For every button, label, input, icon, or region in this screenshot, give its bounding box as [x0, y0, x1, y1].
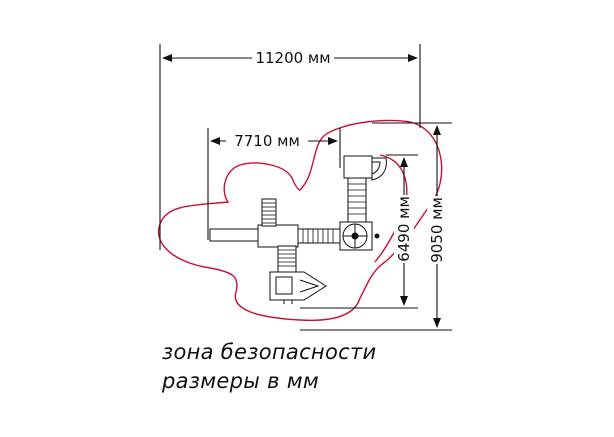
- safety-zone-caption: зона безопасности: [162, 340, 377, 364]
- horizontal-bridge: [297, 228, 341, 244]
- safety-zone-outline: [157, 119, 443, 322]
- units-caption: размеры в мм: [162, 369, 320, 393]
- lower-stairs-steps: [278, 249, 296, 267]
- bridge-slats: [302, 229, 334, 243]
- inner-width-label: 7710 мм: [234, 132, 300, 150]
- overall-height-label: 9050 мм: [428, 197, 446, 263]
- top-platform: [343, 155, 373, 179]
- left-tower: [257, 224, 299, 248]
- left-slide: [209, 228, 263, 242]
- playground-equipment: [209, 155, 387, 304]
- vertical-bridge-slats: [348, 183, 366, 215]
- inner-height-label: 6490 мм: [395, 196, 413, 262]
- vertical-bridge: [347, 177, 367, 223]
- curved-slide: [371, 157, 387, 181]
- overall-width-label: 11200 мм: [255, 49, 330, 67]
- boat-cabin: [275, 276, 293, 295]
- left-ladder-rungs: [262, 202, 276, 224]
